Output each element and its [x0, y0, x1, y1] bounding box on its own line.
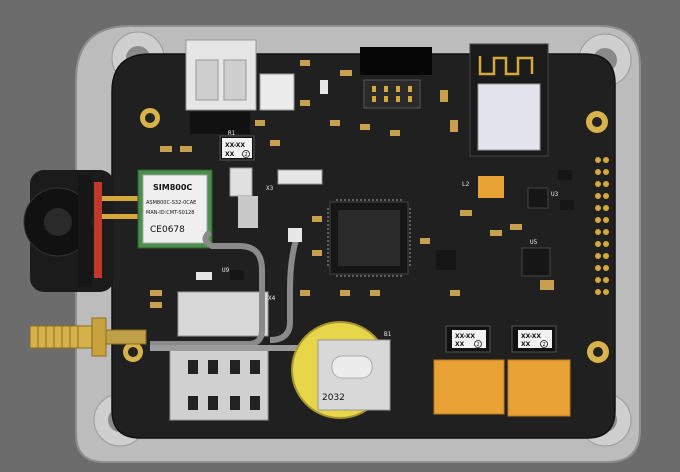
power-inductor-1 [433, 359, 505, 415]
chip-right2-circle-num: 2 [543, 342, 546, 348]
marked-chip-left-label [222, 138, 252, 158]
battery-clip-window [331, 355, 373, 379]
sma-connector [29, 325, 93, 349]
connector-pin-2 [102, 214, 142, 219]
sma-body [105, 329, 147, 345]
inductor-l2 [478, 176, 504, 198]
gsm-module-line3: MAN-ID:CMT-S0128 [146, 210, 194, 216]
gsm-module-line2: ASM800C-S32-0CAE [146, 200, 196, 206]
chip-left-line2: XX [225, 151, 235, 158]
power-connector-slot-1 [195, 59, 219, 101]
marked-chip-right-2-label [518, 330, 552, 348]
chip-right2-circle [540, 340, 548, 348]
power-connector-slot-2 [223, 59, 247, 101]
power-connector-base [190, 112, 250, 134]
power-inductor-2 [507, 359, 571, 417]
circular-connector-nut [78, 175, 92, 287]
smd-components [150, 60, 574, 308]
pin-header-2x4 [363, 79, 421, 109]
coax-cable-1 [150, 229, 265, 347]
right-edge-header [595, 157, 609, 295]
chip-left-circle [242, 150, 250, 158]
mount-hole-1 [145, 113, 155, 123]
mount-hole-4 [128, 347, 138, 357]
chip-left-line1: XX-XX [225, 142, 245, 149]
sim-contacts [188, 360, 260, 410]
x3-connector [277, 169, 323, 185]
ufl-plug [238, 196, 258, 228]
chip-left-circle-num: 2 [245, 152, 248, 158]
ufl-connector [229, 167, 253, 197]
circular-connector-seal [94, 182, 102, 278]
pin-header-pins [372, 86, 412, 102]
mcu-die [338, 210, 400, 266]
circular-connector-center [44, 208, 72, 236]
small-white-component [259, 73, 295, 111]
label-b1: B1 [384, 331, 392, 338]
coax-cable-2 [269, 239, 299, 343]
gsm-module-ce-mark: CE0678 [150, 225, 185, 235]
chip-right2-line1: XX-XX [521, 333, 541, 340]
wifi-antenna-trace [478, 56, 534, 76]
gsm-module-label [142, 174, 208, 244]
ic-u5 [521, 247, 551, 277]
mcu-pins [327, 199, 411, 277]
chip-right1-line1: XX-XX [455, 333, 475, 340]
label-x3: X3 [266, 185, 274, 192]
chip-right1-circle-num: 2 [477, 342, 480, 348]
label-u5: U5 [530, 239, 538, 246]
marked-chip-right-1-label [452, 330, 486, 348]
chip-right1-circle [474, 340, 482, 348]
wifi-shield-can [477, 83, 541, 151]
ic-u3 [527, 187, 549, 209]
label-r1: R1 [228, 130, 236, 137]
label-l2: L2 [462, 181, 470, 188]
gsm-module-name: SIM800C [153, 183, 192, 192]
label-u3: U3 [551, 191, 559, 198]
mount-hole-3 [593, 347, 603, 357]
label-u9: U9 [222, 267, 230, 274]
label-x4: X4 [268, 295, 276, 302]
battery-label: 2032 [322, 393, 345, 403]
sma-nut [91, 317, 107, 357]
connector-pin-1 [102, 196, 142, 201]
sim-holder-top [177, 291, 269, 337]
sma-threads [37, 326, 79, 348]
chip-right2-line2: XX [521, 341, 531, 348]
chip-right1-line2: XX [455, 341, 465, 348]
black-header [360, 47, 432, 75]
mount-hole-2 [592, 117, 602, 127]
